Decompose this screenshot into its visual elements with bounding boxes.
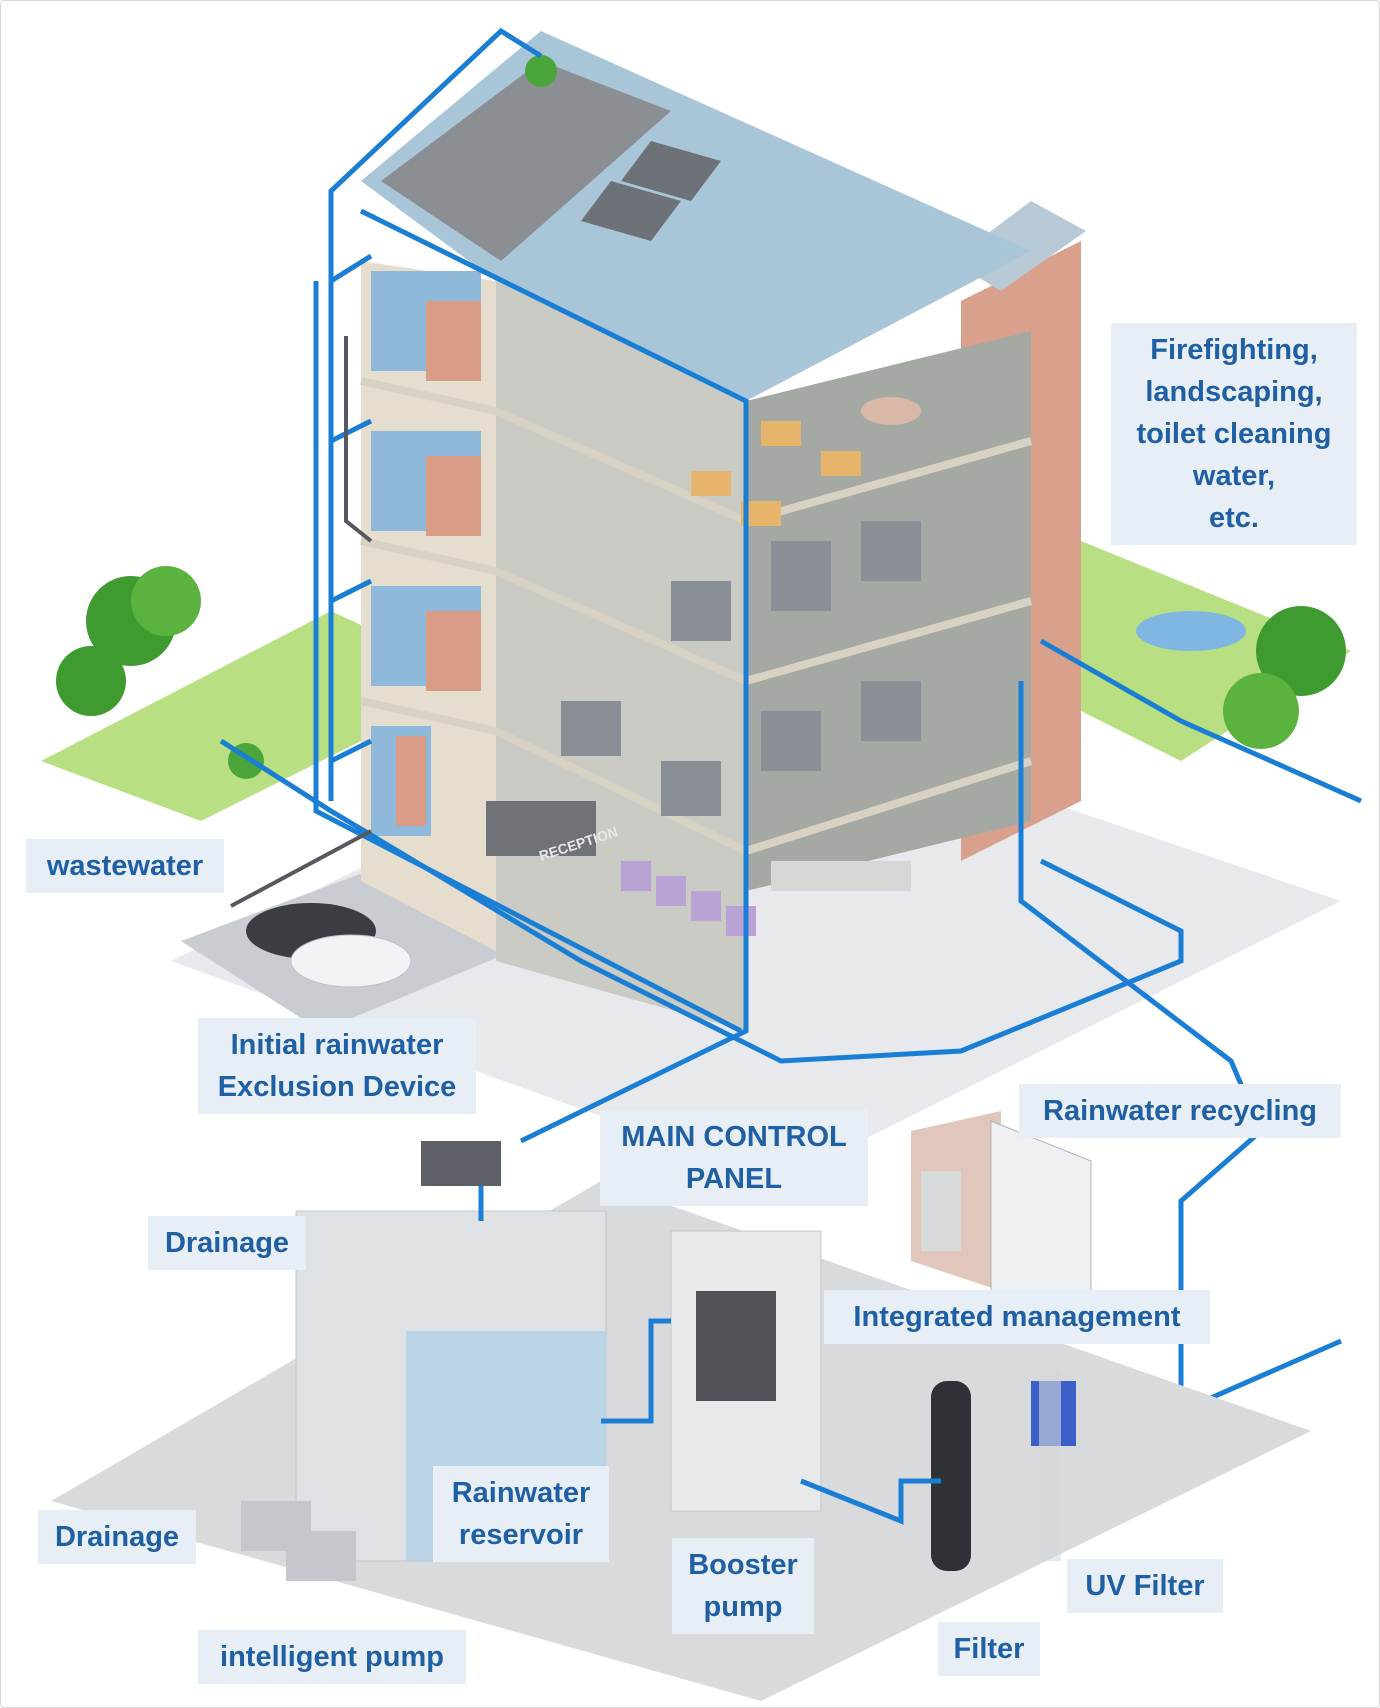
sand-filter [931, 1381, 971, 1571]
label-line: toilet cleaning [1136, 418, 1332, 451]
roof-terrace [381, 61, 671, 261]
wifi-controller [921, 1171, 961, 1251]
control-unit [696, 1291, 776, 1401]
label-line: Rainwater [451, 1477, 591, 1509]
label-line: etc. [1209, 502, 1259, 535]
lounge-chairs [621, 861, 756, 936]
floor-slabs [360, 377, 1033, 856]
reception-desk [486, 801, 596, 856]
exclusion-device [421, 1141, 501, 1186]
grey-pipes [230, 336, 373, 908]
cafe-table [861, 397, 921, 425]
label-drainage-top: Drainage [148, 1216, 306, 1271]
label-line: Booster [688, 1549, 798, 1581]
label-booster-pump: Booster pump [672, 1538, 814, 1635]
label-wastewater: wastewater [26, 839, 224, 894]
label-line: Initial rainwater [230, 1029, 444, 1061]
label-line: MAIN CONTROL [621, 1121, 847, 1153]
trees [56, 55, 1346, 779]
label-line: Exclusion Device [217, 1071, 457, 1104]
label-line: landscaping, [1145, 376, 1323, 409]
cars [246, 903, 412, 988]
label-rainwater-recycling: Rainwater recycling [1019, 1084, 1341, 1139]
office-furniture [561, 521, 921, 816]
restroom-rooms [371, 271, 481, 836]
label-uv-filter: UV Filter [1067, 1559, 1223, 1614]
intelligent-pumps [241, 1501, 356, 1581]
label-filter: Filter [938, 1622, 1040, 1677]
label-main-control-panel: MAIN CONTROL PANEL [600, 1110, 868, 1207]
uv-filter-tube [1039, 1371, 1061, 1561]
label-line: PANEL [685, 1163, 783, 1196]
entrance-canopy [771, 861, 911, 891]
fountain [1136, 611, 1246, 651]
label-drainage-bottom: Drainage [38, 1510, 196, 1565]
label-line: Firefighting, [1150, 334, 1318, 366]
label-line: reservoir [458, 1519, 584, 1552]
label-firefighting-uses: Firefighting, landscaping, toilet cleani… [1111, 323, 1357, 546]
label-rainwater-reservoir: Rainwater reservoir [433, 1466, 609, 1563]
label-integrated-management: Integrated management [824, 1290, 1210, 1345]
label-intelligent-pump: intelligent pump [198, 1630, 466, 1685]
label-initial-rainwater-exclusion-device: Initial rainwater Exclusion Device [198, 1018, 476, 1115]
equipment-pipes [478, 1186, 941, 1525]
label-line: water, [1192, 460, 1276, 493]
solar-panels [581, 141, 721, 241]
label-line: pump [703, 1591, 783, 1624]
